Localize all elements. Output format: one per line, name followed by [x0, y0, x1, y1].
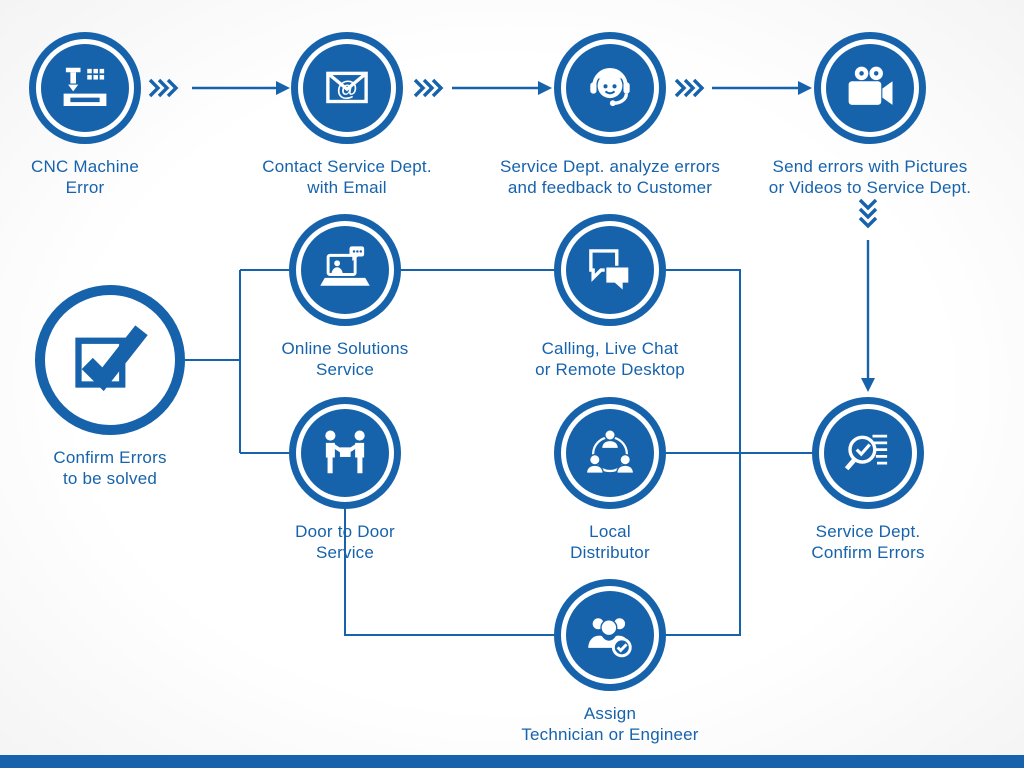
node-local-distributor: Local Distributor	[495, 397, 725, 564]
node-cnc-machine-error: CNC Machine Error	[0, 32, 200, 199]
label-line: Service Dept. analyze errors	[499, 157, 721, 176]
node-service-analyze-feedback: Service Dept. analyze errors and feedbac…	[475, 32, 745, 199]
node-label: Local Distributor	[570, 521, 650, 564]
handover-people-icon	[325, 430, 365, 474]
laptop-support-icon	[320, 246, 370, 286]
label-line: Service	[315, 543, 375, 563]
node-label: Service Dept. analyze errors and feedbac…	[500, 156, 720, 199]
node-circle	[29, 32, 141, 144]
arrow-shafts	[192, 86, 870, 378]
people-network-icon	[585, 429, 635, 474]
label-line: or Remote Desktop	[535, 360, 685, 380]
chevron-marks	[148, 78, 878, 229]
node-circle	[554, 579, 666, 691]
node-circle	[554, 214, 666, 326]
node-service-confirm-errors: Service Dept. Confirm Errors	[753, 397, 983, 564]
node-circle: @	[291, 32, 403, 144]
node-label: Assign Technician or Engineer	[521, 703, 698, 746]
node-circle	[289, 397, 401, 509]
node-circle	[554, 397, 666, 509]
label-line: Contact Service Dept.	[262, 157, 432, 176]
email-envelope-icon: @	[326, 71, 368, 104]
label-line: CNC Machine	[30, 157, 139, 176]
node-send-errors-media: Send errors with Pictures or Videos to S…	[735, 32, 1005, 199]
team-check-icon	[586, 616, 632, 658]
support-agent-icon	[590, 68, 630, 107]
label-line: Confirm Errors	[811, 543, 925, 563]
node-confirm-errors-solved: Confirm Errors to be solved	[0, 285, 225, 490]
chat-bubbles-icon	[589, 249, 630, 294]
node-circle	[812, 397, 924, 509]
label-line: Confirm Errors	[53, 448, 167, 467]
label-line: and feedback to Customer	[507, 178, 713, 198]
label-line: Send errors with Pictures	[772, 157, 968, 176]
connector-door-to-assign	[344, 509, 554, 636]
node-label: Service Dept. Confirm Errors	[811, 521, 924, 564]
node-assign-technician-engineer: Assign Technician or Engineer	[470, 579, 750, 746]
node-label: Contact Service Dept. with Email	[262, 156, 432, 199]
label-line: to be solved	[62, 469, 158, 489]
node-circle	[814, 32, 926, 144]
label-line: Calling, Live Chat	[541, 339, 679, 358]
label-line: Error	[65, 178, 105, 198]
svg-text:@: @	[337, 77, 358, 101]
label-line: Technician or Engineer	[521, 725, 699, 745]
checkbox-check-icon	[75, 325, 148, 392]
label-line: Assign	[583, 704, 637, 723]
cnc-machine-icon	[63, 67, 107, 106]
node-label: Calling, Live Chat or Remote Desktop	[535, 338, 685, 381]
node-circle	[554, 32, 666, 144]
label-line: Online Solutions	[281, 339, 409, 358]
node-label: Send errors with Pictures or Videos to S…	[769, 156, 971, 199]
node-circle	[35, 285, 185, 435]
footer-accent-bar	[0, 755, 1024, 768]
video-camera-icon	[848, 66, 893, 105]
label-line: Service Dept.	[815, 522, 921, 541]
label-line: with Email	[307, 178, 387, 198]
node-label: Online Solutions Service	[282, 338, 409, 381]
magnifier-check-icon	[844, 434, 888, 471]
node-label: CNC Machine Error	[31, 156, 139, 199]
label-line: Distributor	[570, 543, 650, 563]
label-line: Door to Door	[295, 522, 395, 541]
node-label: Door to Door Service	[295, 521, 395, 564]
node-online-solutions-service: Online Solutions Service	[230, 214, 460, 381]
node-circle	[289, 214, 401, 326]
node-calling-livechat-remote: Calling, Live Chat or Remote Desktop	[490, 214, 730, 381]
connector-confirm-to-branches	[185, 269, 289, 454]
label-line: Service	[315, 360, 375, 380]
label-line: Local	[589, 522, 631, 541]
node-door-to-door-service: Door to Door Service	[230, 397, 460, 564]
arrow-heads	[276, 81, 875, 392]
node-contact-service-email: @ Contact Service Dept. with Email	[232, 32, 462, 199]
node-label: Confirm Errors to be solved	[53, 447, 166, 490]
label-line: or Videos to Service Dept.	[768, 178, 972, 198]
